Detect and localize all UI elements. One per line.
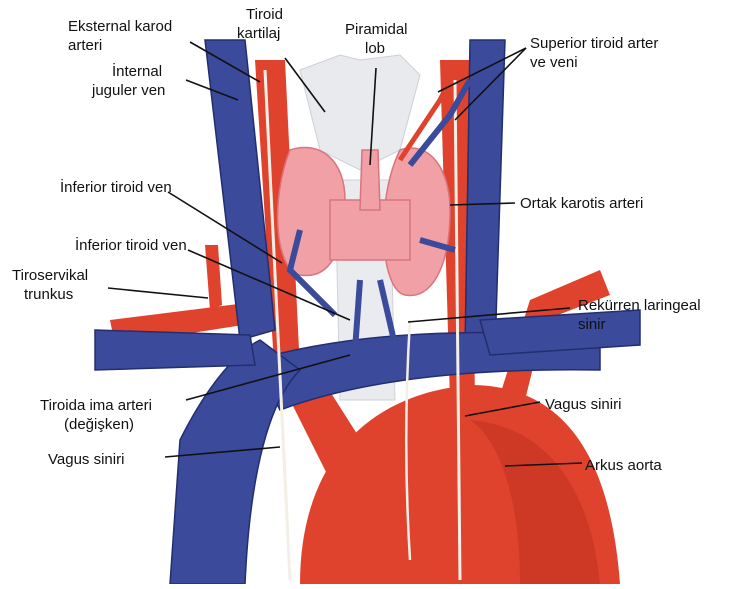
label-inferior-thyroid-vein-2: İnferior tiroid ven bbox=[75, 236, 187, 254]
leader-thyrocervical bbox=[108, 288, 208, 298]
label-pyramidal-lobe: Piramidal lob bbox=[345, 21, 412, 57]
thyrocervical-trunk bbox=[205, 245, 222, 310]
label-inferior-thyroid-vein-1: İnferior tiroid ven bbox=[60, 178, 172, 196]
label-common-carotid: Ortak karotis arteri bbox=[520, 195, 643, 212]
label-thyroid-cartilage: Tiroid kartilaj bbox=[237, 6, 287, 42]
label-aortic-arch: Arkus aorta bbox=[585, 457, 662, 474]
label-superior-thyroid: Superior tiroid arter ve veni bbox=[530, 35, 663, 71]
left-subclavian-vein bbox=[480, 310, 640, 355]
right-subclavian-vein bbox=[95, 330, 255, 370]
label-internal-jugular: İnternal juguler ven bbox=[91, 62, 166, 99]
label-vagus-left: Vagus siniri bbox=[545, 396, 621, 413]
label-vagus-right: Vagus siniri bbox=[48, 451, 124, 468]
label-thyroid-ima: Tiroida ima arteri (değişken) bbox=[40, 397, 156, 433]
label-thyrocervical: Tiroservikal trunkus bbox=[12, 267, 92, 303]
label-external-carotid: Eksternal karod arteri bbox=[68, 18, 176, 54]
left-internal-jugular bbox=[465, 40, 505, 350]
